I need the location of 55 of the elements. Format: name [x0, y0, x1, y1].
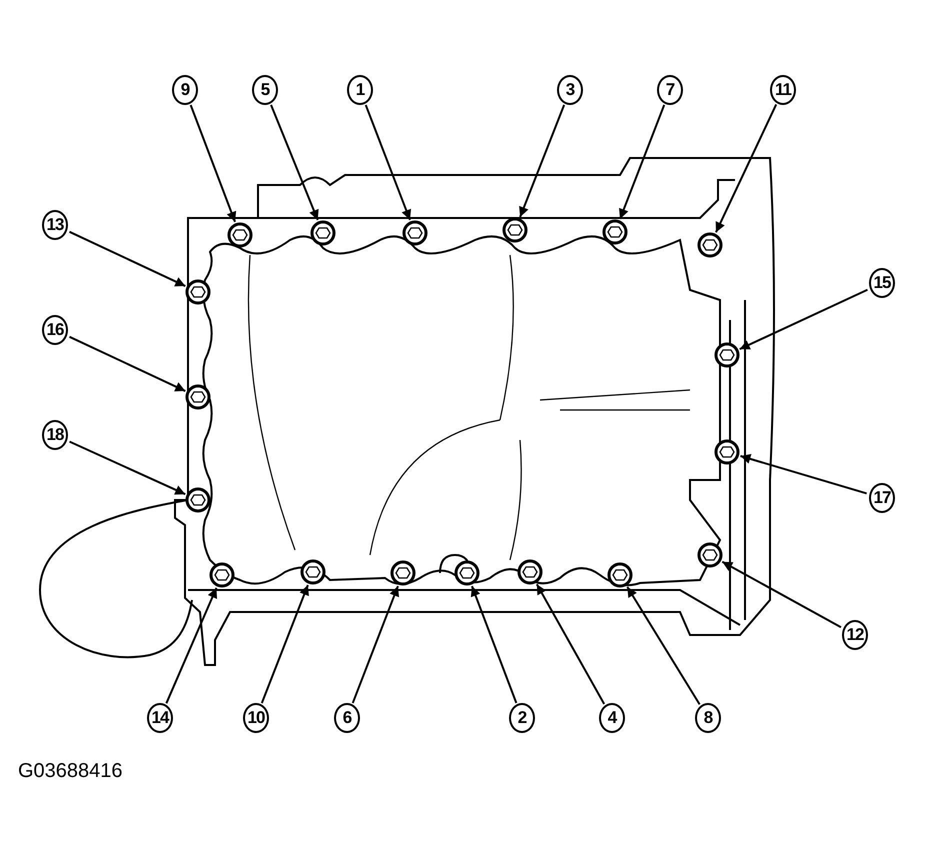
callout-number: 6	[334, 703, 360, 733]
bolt-icon	[697, 232, 723, 258]
callout-number: 11	[770, 75, 796, 105]
callout-number: 4	[599, 703, 625, 733]
leader-arrow	[69, 336, 186, 392]
callout-number: 5	[252, 75, 278, 105]
bolt-icon	[310, 220, 336, 246]
leader-arrow	[715, 104, 778, 233]
bolt-icon	[185, 487, 211, 513]
callout-number: 8	[695, 703, 721, 733]
callout-number: 3	[557, 75, 583, 105]
bolt-icon	[185, 384, 211, 410]
callout-number: 16	[42, 315, 68, 345]
callout-number: 13	[42, 210, 68, 240]
bolt-icon	[502, 217, 528, 243]
bolt-icon	[602, 219, 628, 245]
bolt-icon	[209, 562, 235, 588]
callout-number: 18	[42, 420, 68, 450]
callout-number: 9	[172, 75, 198, 105]
bolt-icon	[607, 562, 633, 588]
figure-code: G03688416	[18, 760, 123, 783]
bolt-icon	[227, 222, 253, 248]
leader-arrow	[536, 584, 606, 705]
leader-arrow	[626, 586, 700, 705]
leader-arrow	[270, 104, 319, 220]
bolt-icon	[454, 560, 480, 586]
leader-arrow	[739, 288, 868, 350]
leader-arrow	[165, 587, 218, 704]
callout-number: 14	[147, 703, 173, 733]
callout-number: 7	[657, 75, 683, 105]
leader-arrow	[352, 586, 400, 704]
bolt-icon	[714, 342, 740, 368]
bolt-icon	[390, 560, 416, 586]
leader-arrow	[190, 104, 236, 222]
leader-arrow	[722, 560, 842, 628]
leader-arrow	[740, 454, 867, 494]
bolt-icon	[697, 542, 723, 568]
callout-number: 2	[509, 703, 535, 733]
callout-number: 1	[347, 75, 373, 105]
callout-number: 12	[842, 620, 868, 650]
bolt-icon	[185, 279, 211, 305]
leader-arrow	[364, 104, 412, 220]
leader-arrow	[619, 104, 666, 220]
leader-arrow	[69, 440, 186, 496]
bolt-icon	[714, 439, 740, 465]
leader-arrow	[519, 104, 566, 218]
leader-arrow	[470, 586, 518, 704]
bolt-icon	[517, 559, 543, 585]
bolt-icon	[300, 559, 326, 585]
leader-arrow	[260, 584, 309, 704]
callout-number: 15	[869, 268, 895, 298]
callout-number: 17	[869, 483, 895, 513]
callout-number: 10	[243, 703, 269, 733]
bolt-icon	[402, 220, 428, 246]
leader-arrow	[69, 230, 186, 287]
